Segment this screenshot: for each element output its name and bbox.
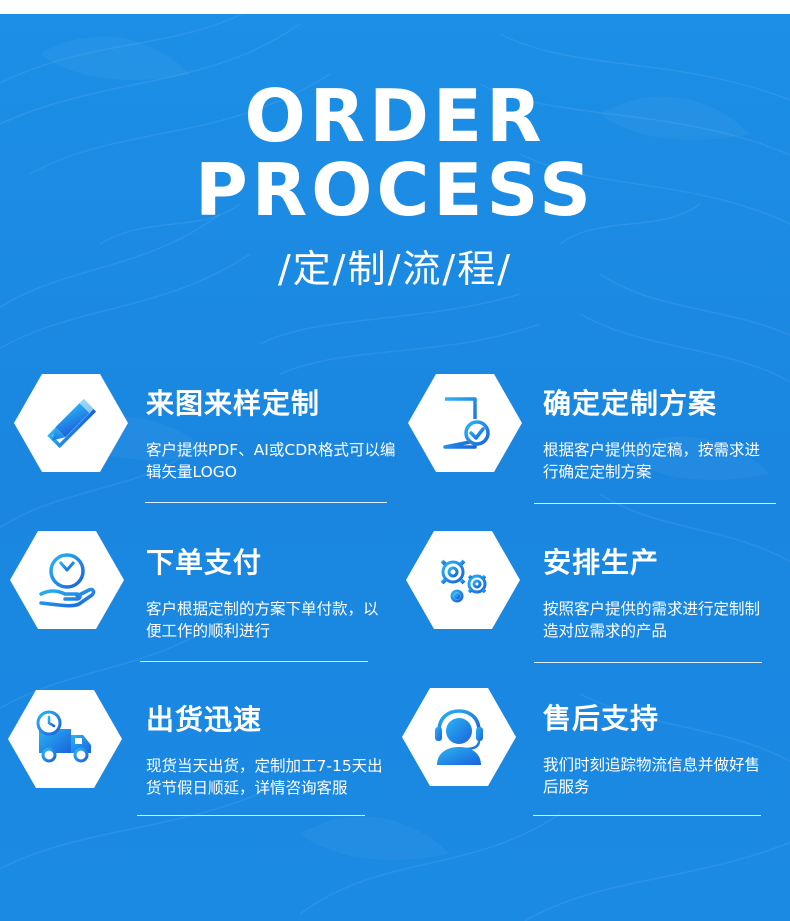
headset-agent-icon [435,709,483,765]
step-5-hexagon [8,690,122,788]
step-3-divider [140,661,368,662]
step-1-title: 来图来样定制 [146,387,321,420]
step-2-description: 根据客户提供的定稿，按需求进行确定定制方案 [543,441,761,481]
step-4-title: 安排生产 [543,546,660,579]
step-4-description: 按照客户提供的需求进行定制制造对应需求的产品 [543,600,761,640]
page-title-line-2: PROCESS [195,148,595,232]
step-1-description: 客户提供PDF、AI或CDR格式可以编辑矢量LOGO [146,441,396,481]
step-2-hexagon [408,374,522,472]
step-2-divider [534,503,776,504]
step-3-description: 客户根据定制的方案下单付款，以便工作的顺利进行 [146,600,379,640]
yen-hand-icon [39,553,96,608]
step-4-divider [534,662,762,663]
step-1-hexagon [14,374,128,472]
page-subtitle: /定/制/流/程/ [277,247,512,291]
page-title-line-1: ORDER [244,74,546,158]
step-6-hexagon [402,688,516,786]
step-6-description: 我们时刻追踪物流信息并做好售后服务 [543,756,761,796]
delivery-truck-icon [36,710,91,763]
step-5-description: 现货当天出货，定制加工7-15天出货节假日顺延，详情咨询客服 [146,757,383,797]
step-6-title: 售后支持 [543,702,660,735]
step-1-divider [145,502,387,503]
pencil-ruler-icon [47,398,97,449]
leaf-pattern-background [0,14,790,921]
step-3-hexagon [10,531,124,629]
step-4-hexagon [406,531,520,629]
step-5-title: 出货迅速 [146,703,263,736]
step-2-title: 确定定制方案 [543,387,718,420]
step-5-divider [137,815,365,816]
document-check-icon [443,397,490,449]
gears-icon [437,556,489,604]
step-3-title: 下单支付 [146,546,263,579]
order-process-panel: ORDER PROCESS /定/制/流/程/ [0,14,790,921]
step-6-divider [533,815,761,816]
